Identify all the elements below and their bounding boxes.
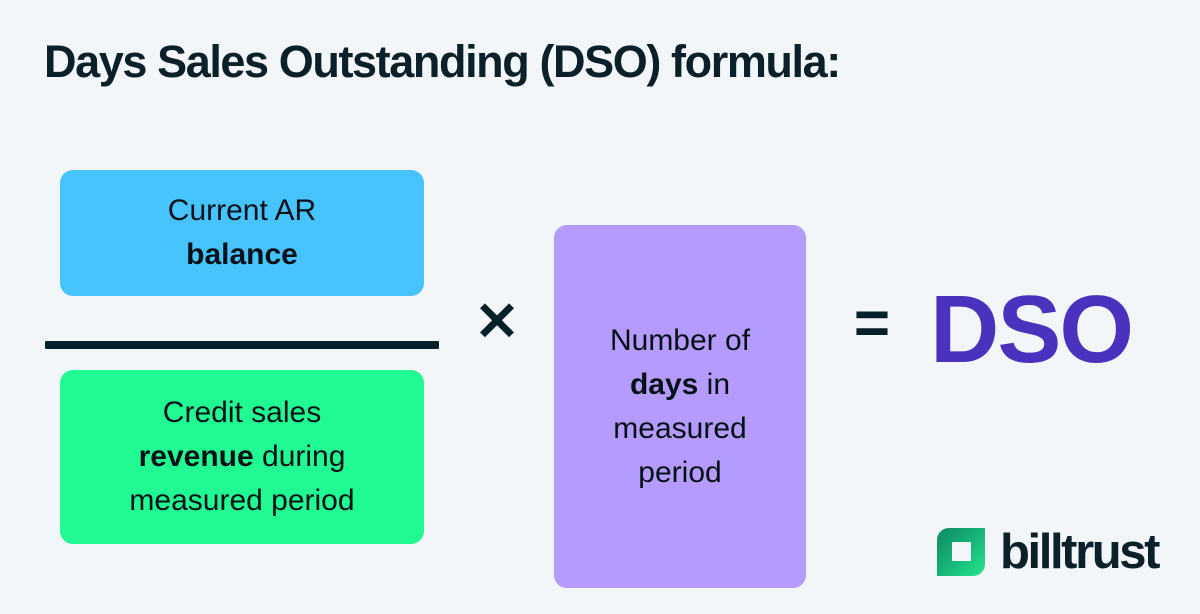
multiplier-line-2-bold: days: [629, 367, 699, 401]
billtrust-logo: billtrust: [936, 525, 1160, 579]
denominator-line-3: measured period: [129, 484, 355, 517]
multiplier-number-of-days-box: Number of days in measured period: [554, 225, 806, 588]
multiplier-line-4: period: [638, 455, 722, 489]
denominator-line-2-rest: during: [253, 440, 346, 473]
denominator-line-2: revenue during: [139, 435, 346, 479]
numerator-line-2-bold: balance: [186, 238, 298, 271]
billtrust-mark-icon: [937, 528, 985, 576]
denominator-line-2-bold: revenue: [138, 440, 254, 473]
numerator-line-1: Current AR: [167, 194, 317, 227]
multiplier-line-2-rest: in: [698, 367, 731, 401]
multiply-operator-icon: ✕: [474, 292, 520, 352]
numerator-current-ar-balance-box: Current AR balance: [60, 170, 424, 296]
equals-operator-icon: =: [853, 289, 891, 358]
page-title: Days Sales Outstanding (DSO) formula:: [44, 36, 841, 87]
multiplier-line-1: Number of: [609, 323, 751, 357]
result-dso-label: DSO: [930, 276, 1134, 383]
denominator-credit-sales-revenue-box: Credit sales revenue during measured per…: [60, 370, 424, 544]
multiplier-line-3: measured: [613, 411, 747, 445]
billtrust-wordmark: billtrust: [1000, 525, 1160, 579]
denominator-line-1: Credit sales: [162, 396, 322, 429]
dso-formula: Current AR balance Credit sales revenue …: [0, 150, 1200, 588]
multiplier-line-2: days in: [630, 363, 730, 407]
fraction-bar: [45, 341, 439, 349]
